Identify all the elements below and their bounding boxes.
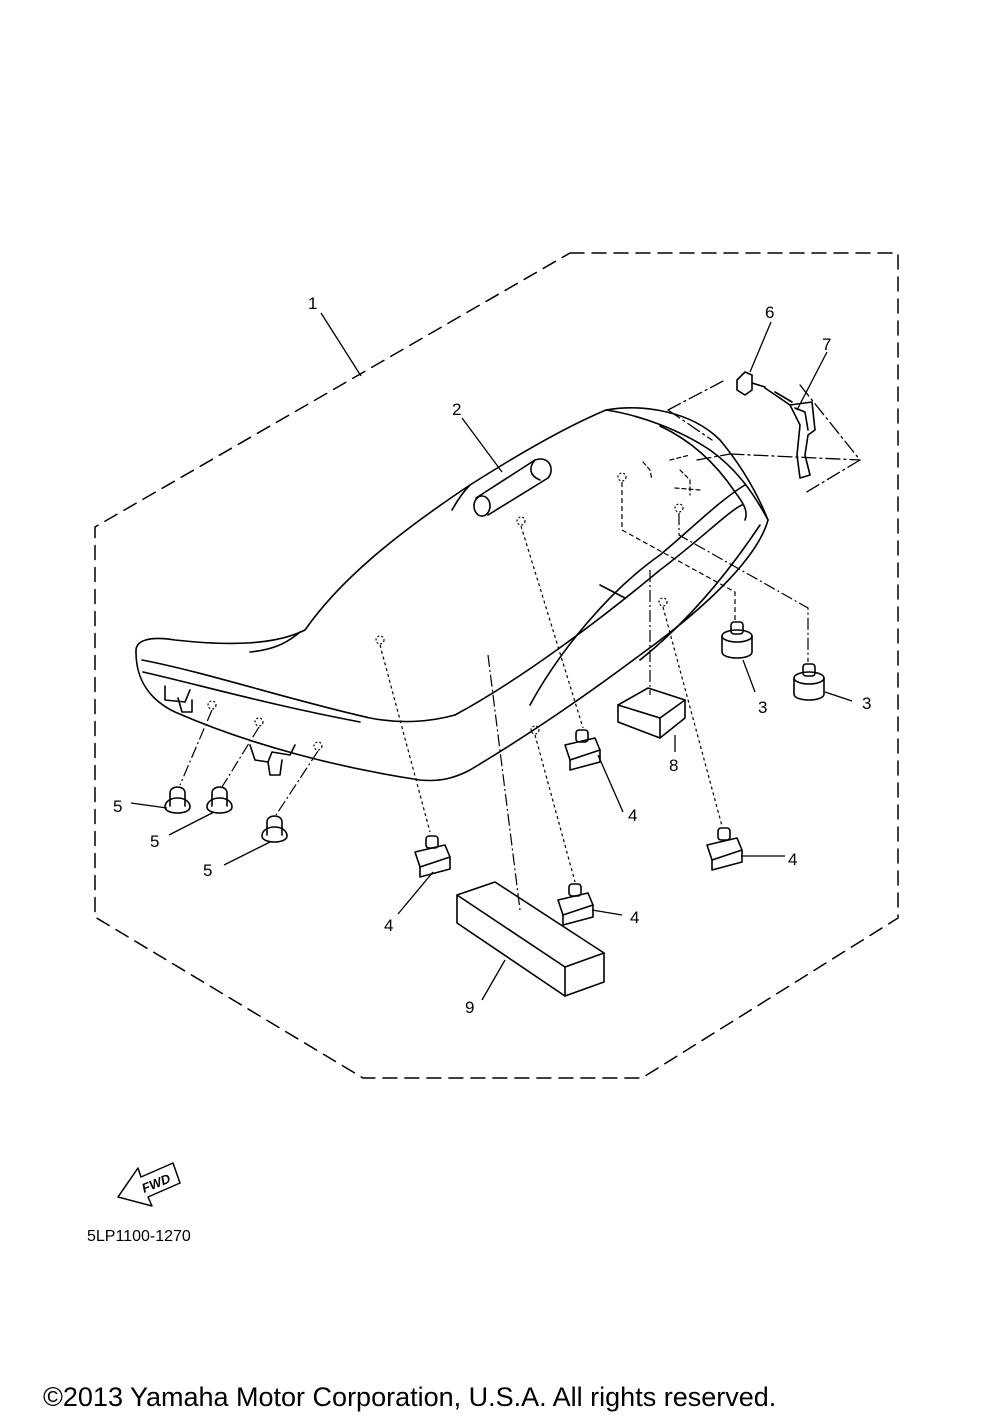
callout-5a: 5	[113, 797, 122, 816]
seat-rear-dashed-marks	[642, 454, 701, 496]
callout-2: 2	[452, 400, 461, 419]
part-4-clip-a	[564, 729, 601, 771]
callout-4a: 4	[628, 806, 637, 825]
callout-7: 7	[822, 335, 831, 354]
callouts: 1 2 6 7 3 3 4 8 4 4 4 9 5 5 5	[113, 294, 871, 1017]
mounting-holes	[207, 472, 684, 751]
leader-lines	[130, 312, 853, 1001]
part-5-grommet-c	[261, 815, 288, 843]
assembly-lines	[179, 482, 809, 911]
part-5-grommet-a	[164, 786, 191, 814]
callout-8: 8	[669, 756, 678, 775]
callout-4b: 4	[788, 850, 797, 869]
copyright-notice: ©2013 Yamaha Motor Corporation, U.S.A. A…	[43, 1382, 776, 1412]
callout-4d: 4	[630, 908, 639, 927]
part-6-clip	[736, 371, 766, 396]
callout-9: 9	[465, 998, 474, 1017]
callout-4c: 4	[384, 916, 393, 935]
part-code: 5LP1100-1270	[87, 1228, 191, 1245]
assembly-boundary	[94, 252, 899, 1079]
part-3-damper-right	[793, 663, 825, 701]
part-4-clip-c	[557, 883, 594, 926]
callout-6: 6	[765, 303, 774, 322]
seat-assembly	[135, 407, 769, 782]
callout-5b: 5	[150, 832, 159, 851]
lock-assembly-box	[667, 379, 861, 494]
callout-1: 1	[308, 294, 317, 313]
part-7-lock-lever	[764, 387, 816, 479]
part-4-clip-d	[706, 827, 743, 871]
part-2-label-roll	[473, 458, 552, 517]
callout-5c: 5	[203, 861, 212, 880]
part-9-foam-block	[456, 881, 605, 997]
part-4-clip-b	[414, 835, 451, 878]
part-3-damper-left	[721, 621, 753, 659]
callout-3a: 3	[758, 698, 767, 717]
part-8-block	[617, 687, 686, 739]
callout-3b: 3	[862, 694, 871, 713]
part-5-grommet-b	[206, 786, 233, 814]
fwd-arrow: FWD	[117, 1162, 181, 1207]
